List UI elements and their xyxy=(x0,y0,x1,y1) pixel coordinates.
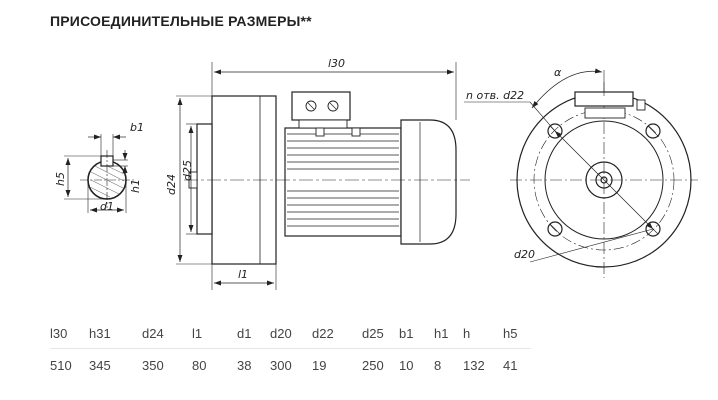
motor-dimension-drawing: b1 h5 h1 d1 xyxy=(54,57,698,290)
page-title: ПРИСОЕДИНИТЕЛЬНЫЕ РАЗМЕРЫ** xyxy=(50,13,312,29)
table-header-row: l30 h31 d24 l1 d1 d20 d22 d25 b1 h1 h h5 xyxy=(50,320,531,349)
header-cell: l30 xyxy=(50,320,89,349)
header-cell: d24 xyxy=(142,320,192,349)
holes-label: n отв. d22 xyxy=(466,89,524,102)
h5-label: h5 xyxy=(54,172,67,186)
motor-front-view xyxy=(464,68,698,278)
fan-cover xyxy=(400,119,457,245)
value-cell: 345 xyxy=(89,357,111,373)
value-cell: 350 xyxy=(142,357,164,373)
shaft-section-view xyxy=(64,134,134,213)
value-cell: 19 xyxy=(312,357,327,373)
table-row: 510 345 350 80 38 300 19 250 10 8 132 41 xyxy=(50,348,531,382)
value-cell: 41 xyxy=(503,357,518,373)
header-cell: d22 xyxy=(312,320,362,349)
stator-body xyxy=(284,127,402,237)
l30-label: l30 xyxy=(328,57,345,70)
header-cell: h1 xyxy=(434,320,463,349)
value-cell: 38 xyxy=(237,357,252,373)
b1-label: b1 xyxy=(130,121,144,134)
value-cell: 250 xyxy=(362,357,384,373)
header-cell: l1 xyxy=(192,320,237,349)
header-cell: h5 xyxy=(503,320,531,349)
d20-label: d20 xyxy=(514,248,535,261)
value-cell: 80 xyxy=(192,357,207,373)
value-cell: 132 xyxy=(463,357,485,373)
header-cell: h31 xyxy=(89,320,142,349)
header-cell: d25 xyxy=(362,320,399,349)
d1-label: d1 xyxy=(100,200,114,213)
l1-label: l1 xyxy=(238,268,248,281)
header-cell: b1 xyxy=(399,320,434,349)
value-cell: 10 xyxy=(399,357,414,373)
header-cell: d1 xyxy=(237,320,270,349)
value-cell: 510 xyxy=(50,357,72,373)
h1-label: h1 xyxy=(129,179,142,193)
header-cell: h xyxy=(463,320,503,349)
motor-side-view xyxy=(176,62,470,290)
terminal-box xyxy=(291,91,351,121)
header-cell: d20 xyxy=(270,320,312,349)
d24-label: d24 xyxy=(165,174,178,195)
alpha-label: α xyxy=(554,66,562,79)
dimensions-table: l30 h31 d24 l1 d1 d20 d22 d25 b1 h1 h h5… xyxy=(50,320,531,382)
value-cell: 8 xyxy=(434,357,442,373)
d25-label: d25 xyxy=(181,160,194,181)
value-cell: 300 xyxy=(270,357,292,373)
